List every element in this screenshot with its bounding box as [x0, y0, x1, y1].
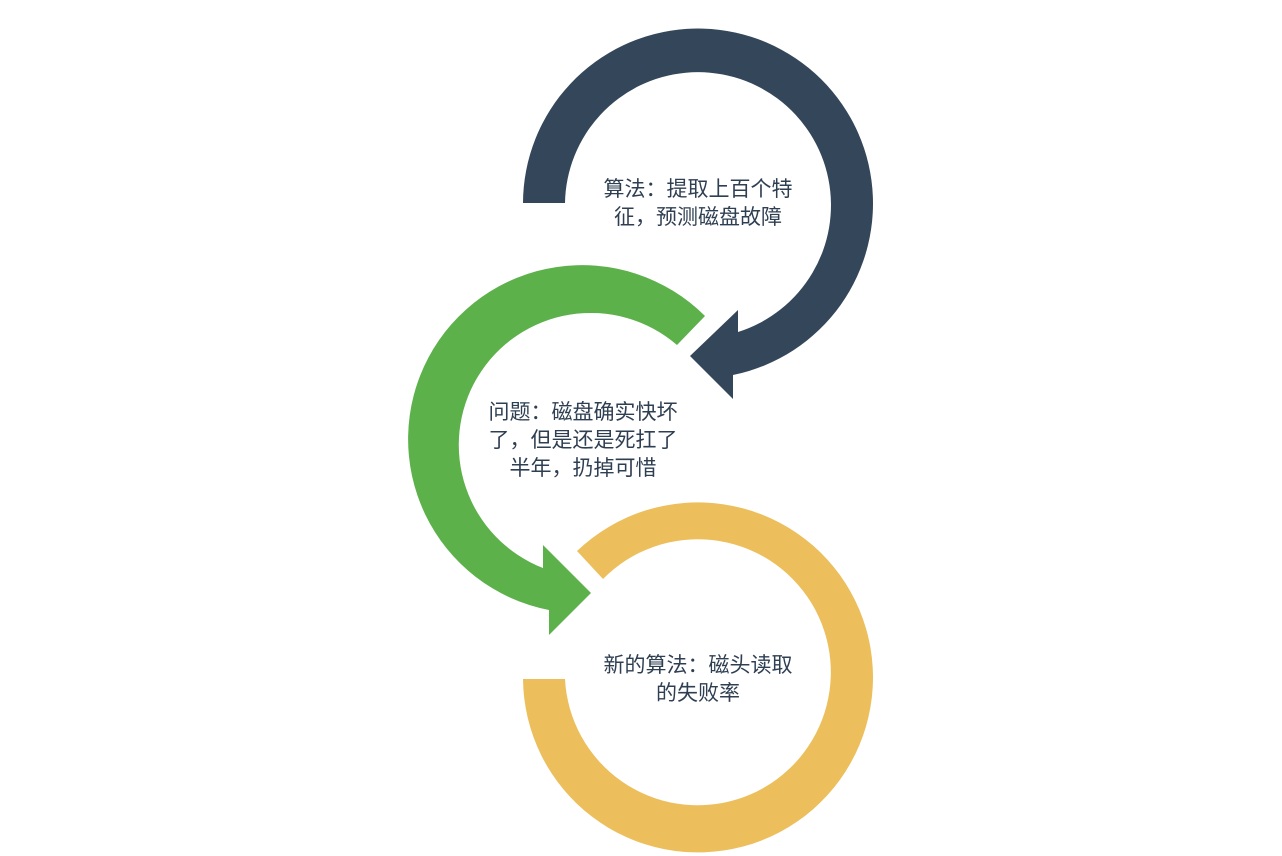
step-1-label: 算法：提取上百个特 征，预测磁盘故障	[603, 177, 793, 229]
step-3-label: 新的算法：磁头读取 的失败率	[603, 653, 793, 705]
step-2-label: 问题：磁盘确实快坏 了，但是还是死扛了 半年，扔掉可惜	[488, 400, 678, 480]
step-2-arrow-icon	[408, 265, 705, 635]
step-1-arrow-icon	[523, 28, 873, 400]
